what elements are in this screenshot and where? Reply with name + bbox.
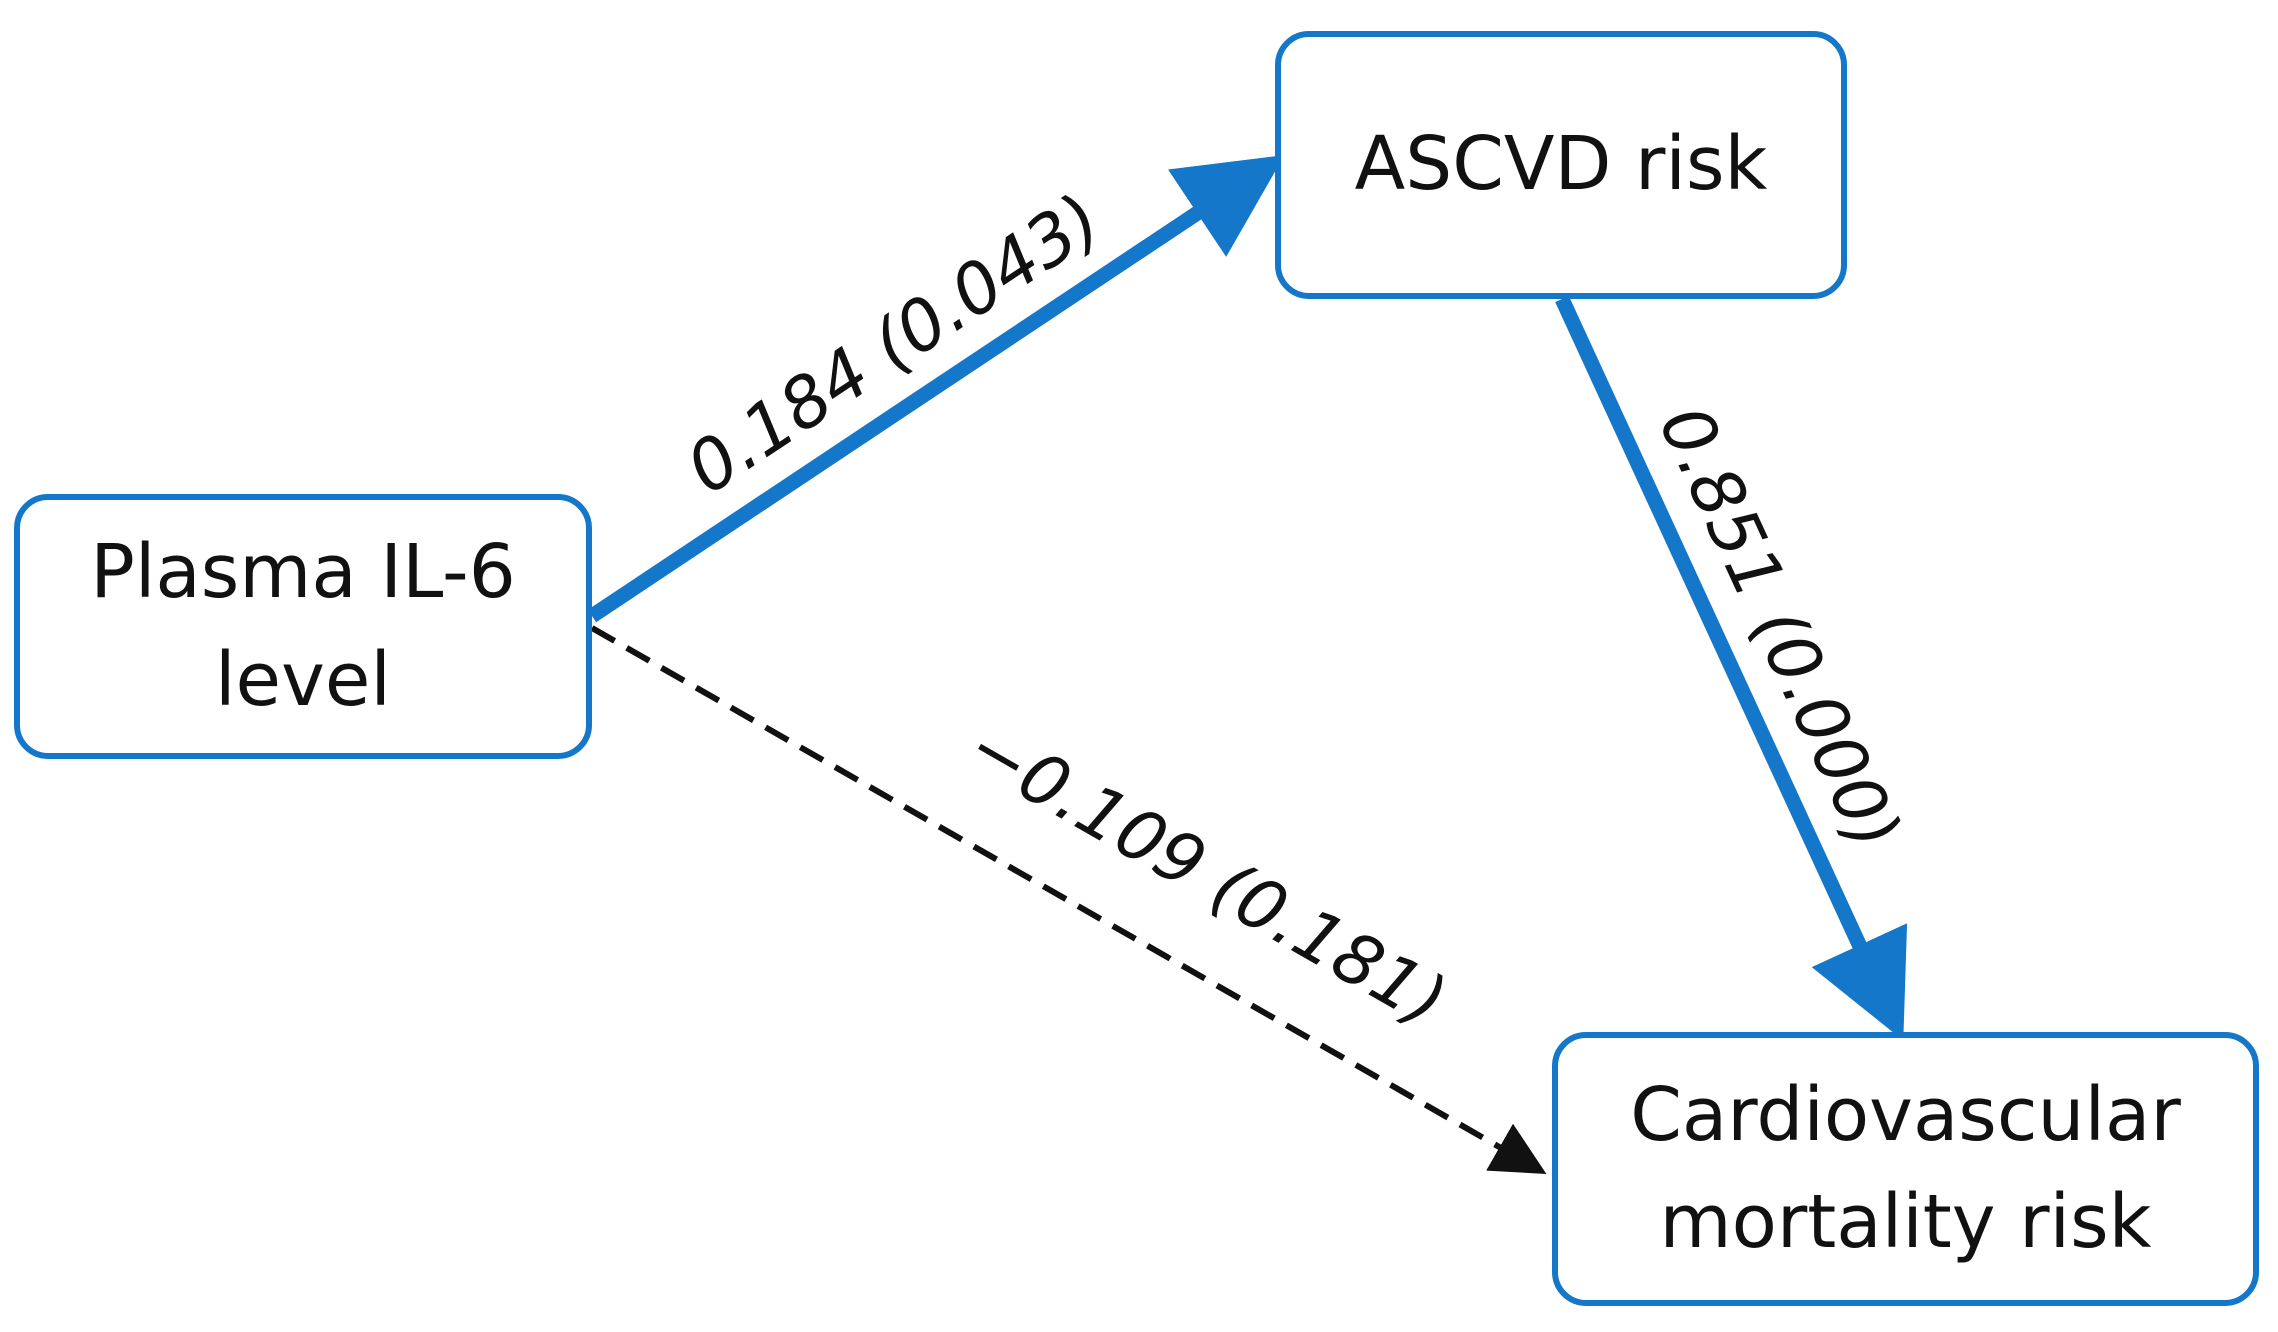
edge-il6-to-cv: [590, 625, 1547, 1174]
node-cardiovascular-mortality-risk: Cardiovascular mortality risk: [1552, 1032, 2259, 1306]
edge-ascvd-to-cv: [1555, 295, 1908, 1041]
node-plasma-il6-level: Plasma IL-6 level: [14, 494, 592, 759]
node-ascvd-risk: ASCVD risk: [1275, 31, 1847, 299]
edge-label-ascvd-to-cv: 0.851 (0.000): [1643, 394, 1917, 862]
edge-label-il6-to-cv: −0.109 (0.181): [954, 705, 1460, 1043]
edge-il6-to-ascvd: [587, 155, 1285, 623]
edge-label-il6-to-ascvd: 0.184 (0.043): [672, 178, 1115, 511]
